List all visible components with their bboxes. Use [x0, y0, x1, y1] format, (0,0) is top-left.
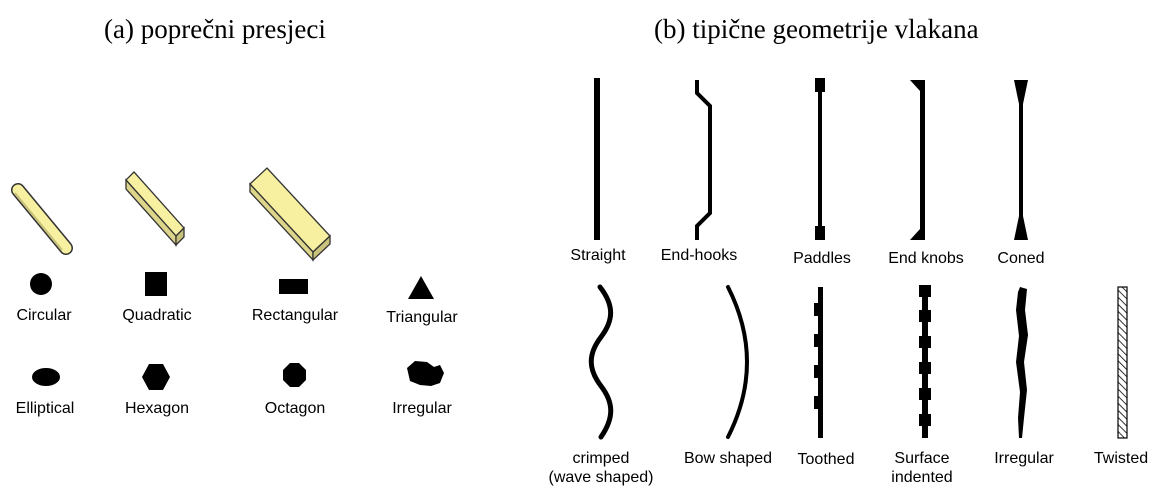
- fiber-coned-icon: [1014, 80, 1028, 240]
- fiber-label-surface-indented-line2: indented: [891, 469, 953, 486]
- shape-label-quadratic: Quadratic: [122, 307, 192, 324]
- fiber-label-bow-shaped: Bow shaped: [683, 450, 773, 467]
- fiber-label-end-hooks: End-hooks: [660, 247, 738, 264]
- fiber-crimped-icon: [588, 284, 614, 440]
- ellipse-shape-icon: [32, 368, 60, 386]
- fiber-irregular-icon: [1016, 287, 1028, 438]
- octagon-shape-icon: [283, 363, 306, 387]
- shape-label-elliptical: Elliptical: [15, 400, 75, 417]
- fiber-stick-quadratic-icon: [125, 171, 185, 247]
- fiber-stick-circular-icon: [11, 183, 73, 255]
- fiber-bow-shaped-icon: [726, 285, 749, 439]
- shape-label-rectangular: Rectangular: [251, 307, 339, 324]
- fiber-label-surface-indented: Surface indented: [891, 449, 952, 487]
- fiber-label-toothed: Toothed: [797, 451, 855, 468]
- fiber-label-crimped: crimped (wave shaped): [549, 449, 654, 487]
- fiber-surface-indented-icon: [919, 285, 931, 438]
- fiber-toothed-icon: [814, 287, 823, 438]
- square-shape-icon: [145, 272, 167, 296]
- fiber-label-end-knobs: End knobs: [888, 250, 964, 267]
- fiber-label-crimped-line1: crimped: [572, 450, 630, 467]
- circle-shape-icon: [30, 273, 52, 295]
- fiber-straight-icon: [594, 78, 600, 240]
- fiber-label-coned: Coned: [997, 250, 1045, 267]
- panel-b-title: (b) tipične geometrije vlakana: [654, 14, 979, 44]
- fiber-paddles-icon: [815, 78, 825, 240]
- triangle-shape-icon: [408, 276, 434, 299]
- fiber-end-knobs-icon: [910, 80, 925, 240]
- fiber-end-hooks-icon: [695, 80, 712, 240]
- fiber-label-irregular: Irregular: [994, 450, 1054, 467]
- panel-a-title: (a) poprečni presjeci: [104, 14, 326, 44]
- fiber-stick-rectangular-icon: [249, 167, 331, 262]
- shape-label-circular: Circular: [16, 307, 72, 324]
- fiber-label-paddles: Paddles: [793, 250, 851, 267]
- shape-label-irregular: Irregular: [392, 400, 452, 417]
- fiber-label-twisted: Twisted: [1093, 450, 1149, 467]
- fiber-label-surface-indented-line1: Surface: [894, 450, 950, 467]
- shape-label-octagon: Octagon: [264, 400, 326, 417]
- hexagon-shape-icon: [142, 364, 170, 390]
- fiber-label-straight: Straight: [570, 247, 626, 264]
- irregular-blob-shape-icon: [407, 361, 444, 386]
- rectangle-shape-icon: [279, 279, 308, 294]
- fiber-twisted-icon: [1117, 286, 1128, 439]
- shape-label-triangular: Triangular: [386, 309, 458, 326]
- fiber-label-crimped-line2: (wave shaped): [548, 469, 654, 486]
- shape-label-hexagon: Hexagon: [124, 400, 190, 417]
